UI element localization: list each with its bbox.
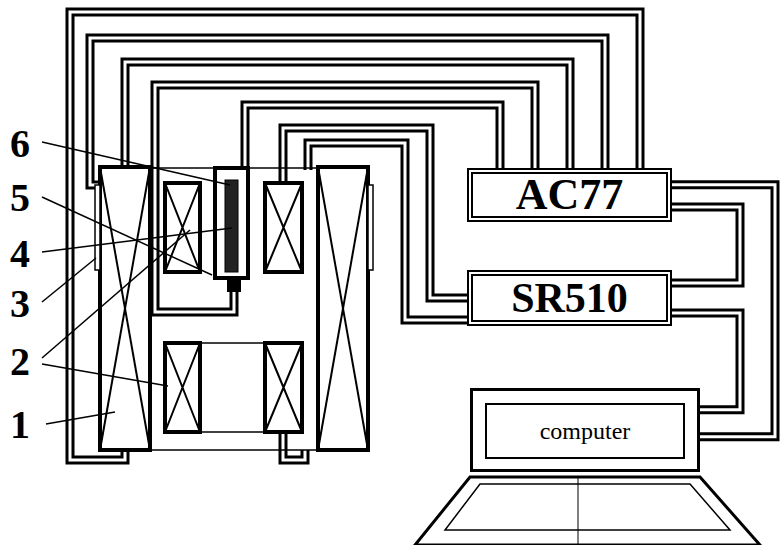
small-coil — [265, 343, 302, 432]
callout-number: 6 — [10, 124, 30, 164]
coil-terminal — [368, 185, 373, 270]
main-coil — [100, 167, 150, 450]
coil-cross — [265, 343, 302, 432]
computer-screen: computer — [470, 388, 700, 472]
keyboard-outline — [415, 477, 760, 545]
node-text: computer — [540, 419, 631, 443]
node-text: AC77 — [516, 173, 624, 217]
frame-line — [150, 449, 318, 451]
leader-line — [42, 228, 232, 252]
main-coil — [318, 167, 368, 450]
coil-terminal — [95, 185, 100, 270]
instrument-box: AC77 — [467, 168, 672, 222]
keyboard-area — [445, 484, 730, 530]
cable-outline — [672, 207, 740, 283]
coil-cross — [318, 167, 368, 450]
coil-cross — [165, 343, 200, 432]
hinge-line — [578, 478, 579, 545]
leader-lines — [42, 142, 232, 424]
wire — [90, 38, 605, 185]
sample-base — [227, 278, 241, 292]
wire — [283, 432, 305, 460]
leader-line — [42, 230, 190, 358]
leader-line — [42, 258, 96, 302]
node-text: SR510 — [511, 277, 628, 319]
small-coil — [265, 183, 302, 272]
laptop-base — [415, 477, 760, 545]
frame-lines — [150, 168, 318, 450]
sample — [225, 180, 238, 272]
leader-line — [42, 364, 168, 386]
main-coils — [95, 167, 373, 450]
frame-line — [200, 342, 265, 344]
callout-number: 4 — [10, 234, 30, 274]
wire — [283, 432, 305, 460]
callout-number: 3 — [10, 284, 30, 324]
leader-line — [46, 412, 115, 424]
cable-core — [672, 207, 740, 283]
sample-tube — [215, 168, 248, 278]
callout-number: 5 — [10, 178, 30, 218]
instrument-box: SR510 — [467, 270, 672, 326]
cable-connector — [672, 207, 740, 283]
leader-line — [42, 142, 230, 185]
coil-cross — [265, 183, 302, 272]
small-coil — [165, 183, 200, 272]
coil-cross — [100, 167, 150, 450]
wire — [125, 62, 570, 168]
callout-number: 2 — [10, 342, 30, 382]
small-coil — [165, 343, 200, 432]
screen-panel: computer — [485, 403, 685, 459]
wire — [125, 62, 570, 168]
coil-cross — [100, 167, 150, 450]
callout-number: 1 — [10, 405, 30, 445]
frame-line — [200, 431, 265, 433]
leader-line — [42, 197, 212, 275]
wire — [90, 38, 605, 185]
coil-cross — [165, 183, 200, 272]
coil-cross — [318, 167, 368, 450]
